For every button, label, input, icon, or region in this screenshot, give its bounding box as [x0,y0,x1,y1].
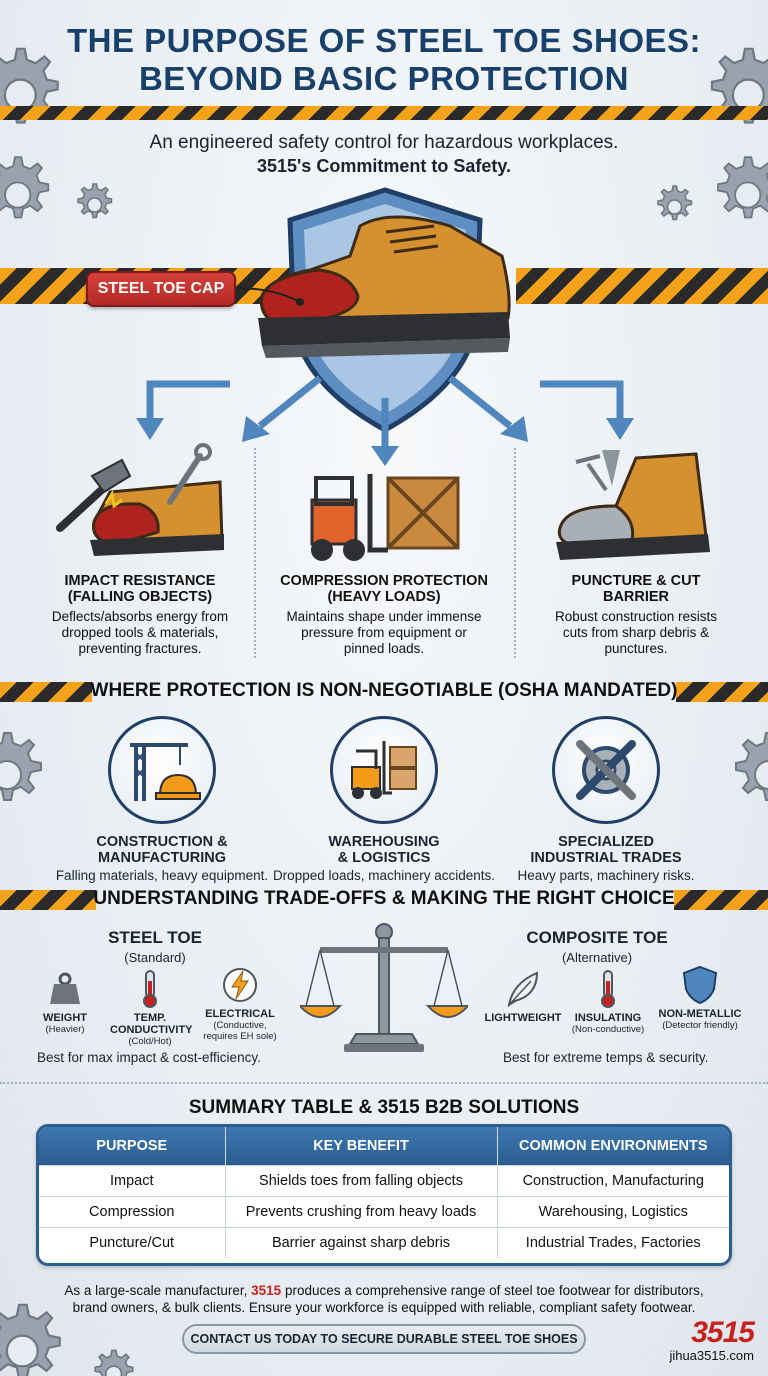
feature-title: (HEAVY LOADS) [327,589,441,605]
env-title: MANUFACTURING [97,850,227,866]
brand-name: 3515 [251,1283,282,1298]
construction-icon [108,716,216,824]
table-cell: Impact [39,1164,226,1196]
gear-icon [68,180,118,230]
table-cell: Construction, Manufacturing [497,1164,729,1196]
env-title: CONSTRUCTION & [96,834,228,850]
brand-logo: 3515 jihua3515.com [669,1316,755,1364]
wrench-icon [552,716,660,824]
env-warehousing: WAREHOUSING & LOGISTICS Dropped loads, m… [264,716,504,883]
forklift-illustration [292,470,472,570]
env-title: WAREHOUSING [328,834,440,850]
gear-icon [648,182,698,232]
subtitle: An engineered safety control for hazardo… [149,132,619,153]
website-url[interactable]: jihua3515.com [669,1348,754,1363]
gear-icon [0,725,54,825]
contact-us-button[interactable]: CONTACT US TODAY TO SECURE DURABLE STEEL… [182,1324,586,1354]
feature-compression: COMPRESSION PROTECTION (HEAVY LOADS) Mai… [269,573,499,657]
balance-scale-icon [297,920,471,1065]
table-row: Compression Prevents crushing from heavy… [39,1195,729,1227]
section-heading-summary: SUMMARY TABLE & 3515 B2B SOLUTIONS [188,1097,580,1118]
gear-icon [690,40,768,150]
impact-illustration [50,432,230,567]
feature-title: COMPRESSION PROTECTION [280,573,488,589]
gear-icon [0,1296,74,1376]
attr-weight: WEIGHT (Heavier) [25,968,105,1035]
gear-icon [0,150,60,240]
attr-non-metallic: NON-METALLIC (Detector friendly) [654,964,746,1031]
table-header: KEY BENEFIT [225,1127,498,1165]
puncture-illustration [546,436,726,571]
hazard-stripe [0,682,92,702]
steel-best-for: Best for max impact & cost-efficiency. [37,1050,261,1065]
table-row: Puncture/Cut Barrier against sharp debri… [39,1226,729,1258]
table-cell: Industrial Trades, Factories [497,1226,729,1258]
env-desc: Heavy parts, machinery risks. [517,868,695,883]
thermometer-icon [110,968,190,1010]
feature-title: (FALLING OBJECTS) [67,589,213,605]
section-heading-tradeoffs: UNDERSTANDING TRADE-OFFS & MAKING THE RI… [93,888,675,909]
hazard-stripe [0,890,96,910]
gear-icon [700,150,768,240]
env-title: & LOGISTICS [337,850,431,866]
arrows-diagram [136,375,634,466]
divider [0,1082,768,1084]
section-heading-where: WHERE PROTECTION IS NON-NEGOTIABLE (OSHA… [90,680,678,701]
lightning-icon [200,964,280,1006]
weight-icon [25,968,105,1010]
env-desc: Dropped loads, machinery accidents. [272,868,496,883]
env-title: INDUSTRIAL TRADES [530,850,682,866]
env-desc: Falling materials, heavy equipment. [55,868,269,883]
attr-lightweight: LIGHTWEIGHT [480,968,566,1024]
env-construction: CONSTRUCTION & MANUFACTURING Falling mat… [42,716,282,883]
attr-electrical: ELECTRICAL (Conductive, requires EH sole… [200,964,280,1042]
hazard-stripe [516,268,768,304]
table-cell: Puncture/Cut [39,1226,226,1258]
env-industrial: SPECIALIZED INDUSTRIAL TRADES Heavy part… [486,716,726,883]
table-cell: Prevents crushing from heavy loads [225,1195,498,1227]
steel-toe-heading: STEEL TOE (Standard) [108,928,202,965]
feature-title: BARRIER [602,589,670,605]
page-title: THE PURPOSE OF STEEL TOE SHOES: BEYOND B… [66,22,702,97]
attr-temp-conductivity: TEMP. CONDUCTIVITY (Cold/Hot) [110,968,193,1047]
hazard-stripe [674,890,768,910]
forklift-icon [330,716,438,824]
table-cell: Barrier against sharp debris [225,1226,498,1258]
summary-table: PURPOSE KEY BENEFIT COMMON ENVIRONMENTS … [36,1124,732,1266]
thermometer-icon [567,968,649,1010]
hazard-stripe [676,682,768,702]
table-cell: Warehousing, Logistics [497,1195,729,1227]
steel-toe-cap-callout: STEEL TOE CAP [86,271,236,307]
hero-shield-boot [240,186,530,441]
callout-pointer [235,287,304,306]
table-cell: Compression [39,1195,226,1227]
feature-title: PUNCTURE & CUT [571,573,701,589]
feature-title: IMPACT RESISTANCE [64,573,216,589]
table-header: PURPOSE [39,1127,226,1165]
divider [254,448,256,658]
table-row: Impact Shields toes from falling objects… [39,1164,729,1196]
feature-puncture: PUNCTURE & CUT BARRIER Robust constructi… [521,573,751,657]
table-header: COMMON ENVIRONMENTS [497,1127,729,1165]
composite-best-for: Best for extreme temps & security. [503,1050,709,1065]
composite-toe-heading: COMPOSITE TOE (Alternative) [526,928,668,965]
divider [514,448,516,658]
gear-icon [716,725,768,825]
table-cell: Shields toes from falling objects [225,1164,498,1196]
feather-icon [480,968,566,1010]
shield-icon [654,964,746,1006]
gear-icon [84,1346,140,1376]
hazard-stripe [0,106,768,120]
attr-insulating: INSULATING (Non-conductive) [567,968,649,1035]
subtitle-bold: 3515's Commitment to Safety. [256,156,512,176]
feature-impact: IMPACT RESISTANCE (FALLING OBJECTS) Defl… [25,573,255,657]
footer-text: As a large-scale manufacturer, 3515 prod… [64,1283,704,1315]
env-title: SPECIALIZED [558,834,654,850]
